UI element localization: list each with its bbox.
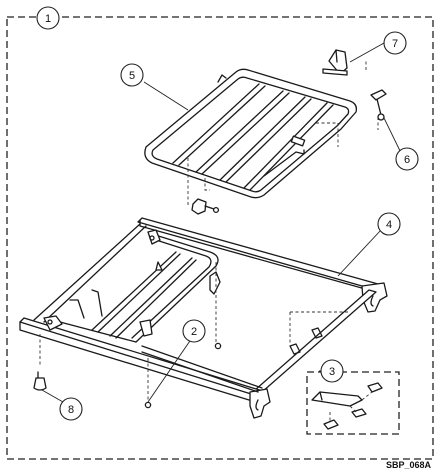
callout-6-label: 6 bbox=[404, 154, 410, 166]
callout-4-label: 4 bbox=[386, 219, 392, 231]
callout-8-label: 8 bbox=[68, 404, 74, 416]
frame-clip bbox=[191, 198, 220, 215]
callout-3-label: 3 bbox=[329, 366, 335, 378]
part-2-bolts bbox=[144, 342, 222, 409]
callout-leaders bbox=[41, 42, 404, 407]
callout-3: 3 bbox=[320, 359, 344, 383]
callout-6: 6 bbox=[395, 147, 419, 171]
callout-1-label: 1 bbox=[45, 13, 51, 25]
assembly-boundary bbox=[6, 16, 434, 460]
part-7-clip bbox=[322, 49, 348, 76]
part-8-foot-cap bbox=[33, 371, 47, 391]
callout-2: 2 bbox=[182, 319, 206, 343]
part-3-hardware-kit bbox=[306, 371, 400, 435]
callout-8: 8 bbox=[59, 397, 83, 421]
part-6-pin bbox=[370, 89, 387, 121]
callout-7-label: 7 bbox=[392, 38, 398, 50]
callout-1: 1 bbox=[36, 6, 60, 30]
callout-5-label: 5 bbox=[129, 70, 135, 82]
callout-5: 5 bbox=[120, 63, 144, 87]
callout-4: 4 bbox=[377, 212, 401, 236]
part-5-slatted-frame bbox=[144, 68, 358, 199]
part-4-base-frame bbox=[19, 217, 388, 419]
callout-2-label: 2 bbox=[191, 326, 197, 338]
figure-reference-code: SBP_068A bbox=[386, 460, 432, 470]
callout-7: 7 bbox=[383, 31, 407, 55]
